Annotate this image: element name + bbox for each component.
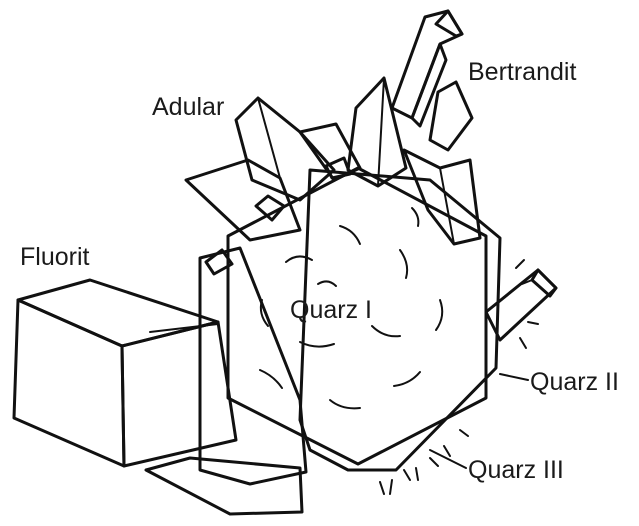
fluorite-crystal — [14, 248, 306, 514]
label-quarz-3: Quarz III — [468, 456, 564, 484]
label-adular: Adular — [152, 93, 224, 121]
label-quarz-1: Quarz I — [290, 296, 372, 324]
label-bertrandit: Bertrandit — [468, 58, 576, 86]
label-fluorit: Fluorit — [20, 243, 90, 271]
label-quarz-2: Quarz II — [530, 368, 619, 396]
